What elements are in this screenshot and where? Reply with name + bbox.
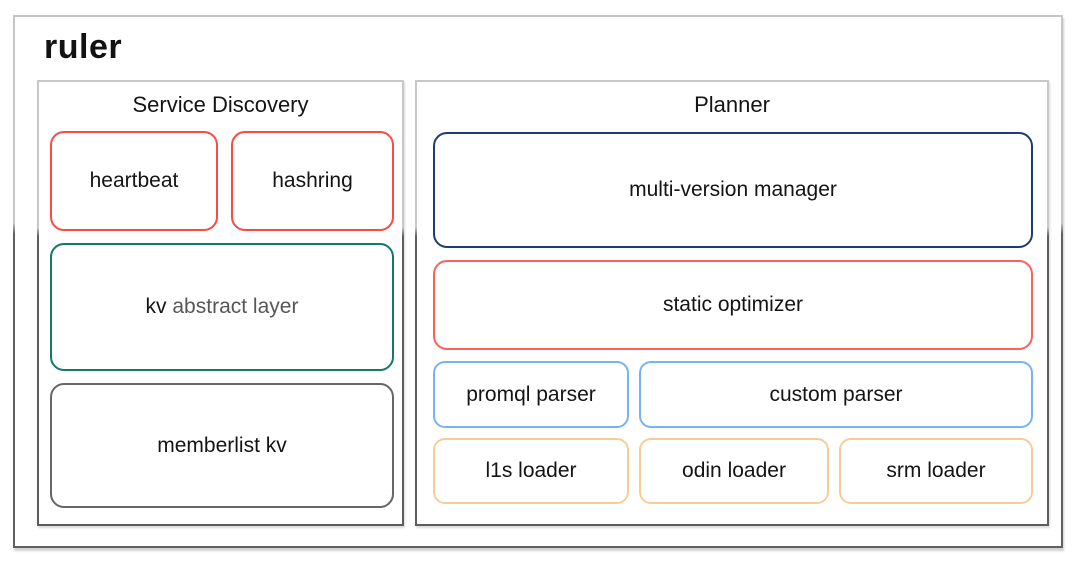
service-discovery-section: Service Discovery heartbeat hashring kv … bbox=[37, 80, 404, 526]
diagram-title: ruler bbox=[44, 28, 123, 66]
static-optimizer-box: static optimizer bbox=[433, 260, 1033, 350]
l1s-loader-box: l1s loader bbox=[433, 438, 629, 504]
l1s-loader-label: l1s loader bbox=[485, 459, 577, 482]
kv-abstract-layer-label: kv abstract layer bbox=[146, 295, 299, 319]
odin-loader-label: odin loader bbox=[682, 459, 786, 482]
kv-label-prefix: kv bbox=[145, 295, 167, 318]
memberlist-kv-box: memberlist kv bbox=[50, 383, 394, 508]
kv-abstract-layer-box: kv abstract layer bbox=[50, 243, 394, 371]
hashring-box: hashring bbox=[231, 131, 394, 231]
ruler-frame: ruler Service Discovery heartbeat hashri… bbox=[13, 15, 1063, 548]
custom-parser-box: custom parser bbox=[639, 361, 1033, 428]
custom-parser-label: custom parser bbox=[769, 382, 903, 406]
srm-loader-label: srm loader bbox=[886, 459, 986, 482]
kv-label-rest: abstract layer bbox=[166, 295, 299, 318]
promql-parser-label: promql parser bbox=[466, 382, 596, 406]
heartbeat-label: heartbeat bbox=[89, 169, 179, 192]
planner-label: Planner bbox=[694, 92, 770, 117]
static-optimizer-label: static optimizer bbox=[662, 293, 804, 316]
service-discovery-label: Service Discovery bbox=[132, 92, 309, 117]
odin-loader-box: odin loader bbox=[639, 438, 829, 504]
hashring-label: hashring bbox=[272, 169, 353, 192]
promql-parser-box: promql parser bbox=[433, 361, 629, 428]
memberlist-kv-label: memberlist kv bbox=[157, 433, 287, 457]
multi-version-manager-label: multi-version manager bbox=[629, 178, 837, 201]
heartbeat-box: heartbeat bbox=[50, 131, 218, 231]
planner-section: Planner multi-version manager static opt… bbox=[415, 80, 1049, 526]
srm-loader-box: srm loader bbox=[839, 438, 1033, 504]
multi-version-manager-box: multi-version manager bbox=[433, 132, 1033, 248]
